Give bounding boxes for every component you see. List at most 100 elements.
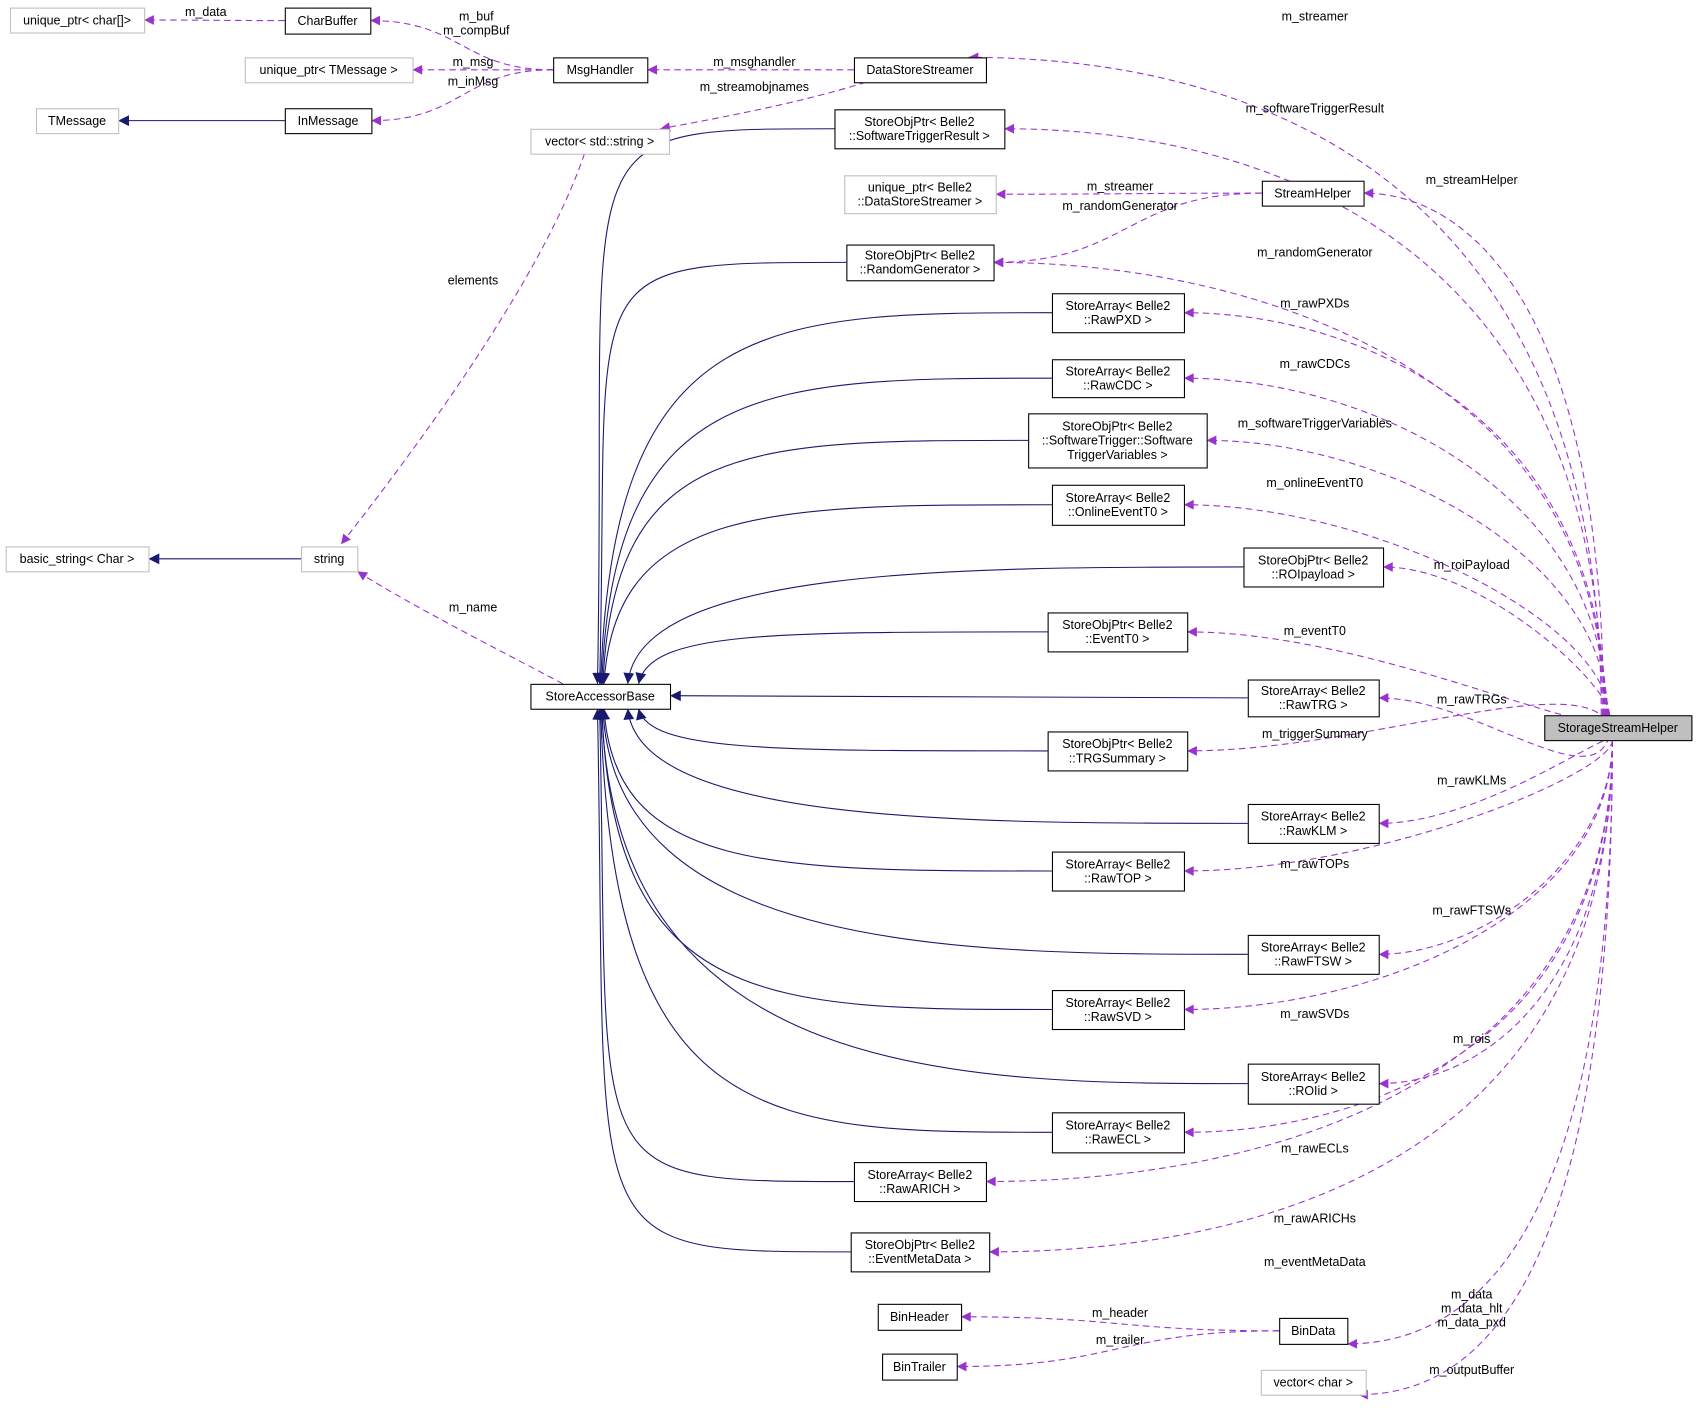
node-swtr[interactable]: StoreObjPtr< Belle2::SoftwareTriggerResu… — [834, 109, 1006, 150]
node-label: TMessage — [48, 114, 106, 128]
usage-edge-ssh-to-rawtop — [1183, 740, 1613, 876]
node-vec_str[interactable]: vector< std::string > — [530, 128, 670, 155]
edge-label: m_streamer — [1282, 10, 1348, 24]
node-uptr_char[interactable]: unique_ptr< char[]> — [9, 7, 146, 34]
edge-label: m_data — [1451, 1287, 1493, 1301]
node-roiid[interactable]: StoreArray< Belle2::ROIid > — [1247, 1063, 1380, 1105]
node-label: StoreArray< Belle2 — [1066, 491, 1171, 505]
edge-label: m_data_pxd — [1437, 1316, 1506, 1330]
usage-edge-dss-to-vec_str — [660, 81, 866, 132]
node-streamhelper[interactable]: StreamHelper — [1261, 180, 1365, 207]
node-msghandler[interactable]: MsgHandler — [553, 57, 649, 84]
usage-edge-ssh-to-rawftsw — [1378, 740, 1613, 960]
node-label: ::RawECL > — [1085, 1133, 1151, 1147]
inheritance-edge-randgen-to-sab — [594, 261, 847, 684]
node-label: StoreObjPtr< Belle2 — [865, 249, 975, 263]
edge-label: m_streamobjnames — [700, 80, 809, 94]
node-basic_string[interactable]: basic_string< Char > — [5, 546, 150, 573]
node-roipayload[interactable]: StoreObjPtr< Belle2::ROIpayload > — [1243, 547, 1385, 588]
node-bintrailer[interactable]: BinTrailer — [882, 1353, 958, 1381]
node-inmessage[interactable]: InMessage — [284, 108, 373, 135]
node-label: CharBuffer — [298, 14, 358, 28]
node-rawtrg[interactable]: StoreArray< Belle2::RawTRG > — [1247, 679, 1380, 718]
node-charbuffer[interactable]: CharBuffer — [284, 7, 372, 35]
node-rawtop[interactable]: StoreArray< Belle2::RawTOP > — [1051, 851, 1185, 892]
node-label: StoreArray< Belle2 — [1261, 1070, 1366, 1084]
node-rawftsw[interactable]: StoreArray< Belle2::RawFTSW > — [1247, 934, 1380, 975]
usage-edge-ssh-to-randgen — [993, 257, 1606, 716]
node-label: ::RawSVD > — [1084, 1010, 1152, 1024]
edge-label: m_trailer — [1096, 1333, 1144, 1347]
edge-label: m_inMsg — [448, 74, 499, 88]
node-label: StoreObjPtr< Belle2 — [1062, 618, 1172, 632]
node-onlinet0[interactable]: StoreArray< Belle2::OnlineEventT0 > — [1051, 484, 1185, 526]
node-box — [1028, 413, 1208, 469]
node-label: basic_string< Char > — [20, 552, 135, 566]
node-trgsummary[interactable]: StoreObjPtr< Belle2::TRGSummary > — [1047, 731, 1189, 772]
node-box — [1279, 1317, 1349, 1345]
edge-label: m_buf — [459, 10, 494, 24]
inheritance-edge-rawcdc-to-sab — [596, 377, 1052, 684]
edge-label: m_outputBuffer — [1429, 1363, 1514, 1377]
node-box — [1051, 293, 1185, 334]
edge-label: m_rawARICHs — [1274, 1212, 1356, 1226]
node-label: ::RawTOP > — [1084, 871, 1152, 885]
node-label: ::TRGSummary > — [1069, 751, 1166, 765]
node-label: ::SoftwareTrigger::Software — [1042, 434, 1193, 448]
inheritance-edge-rawtrg-to-sab — [669, 690, 1248, 702]
node-box — [1247, 803, 1380, 844]
usage-edge-ssh-to-rawtrg — [1378, 693, 1613, 757]
node-uptr_tmsg[interactable]: unique_ptr< TMessage > — [244, 57, 414, 84]
node-rawklm[interactable]: StoreArray< Belle2::RawKLM > — [1247, 803, 1380, 844]
node-rawcdc[interactable]: StoreArray< Belle2::RawCDC > — [1051, 359, 1185, 399]
node-sab[interactable]: StoreAccessorBase — [530, 683, 672, 710]
node-vec_char[interactable]: vector< char > — [1260, 1369, 1367, 1396]
usage-edge-ssh-to-rawklm — [1378, 738, 1613, 829]
edge-label: m_randomGenerator — [1257, 245, 1372, 259]
node-bindata[interactable]: BinData — [1279, 1317, 1349, 1345]
inheritance-edge-roiid-to-sab — [596, 708, 1248, 1085]
edge-label: elements — [448, 274, 498, 288]
node-randgen[interactable]: StoreObjPtr< Belle2::RandomGenerator > — [846, 244, 995, 282]
node-binheader[interactable]: BinHeader — [877, 1303, 963, 1331]
node-uptr_dss[interactable]: unique_ptr< Belle2::DataStoreStreamer > — [844, 175, 997, 215]
usage-edge-ssh-to-rawpxd — [1183, 307, 1607, 716]
node-dss[interactable]: DataStoreStreamer — [853, 57, 987, 84]
node-eventmeta[interactable]: StoreObjPtr< Belle2::EventMetaData > — [850, 1232, 991, 1273]
node-rawpxd[interactable]: StoreArray< Belle2::RawPXD > — [1051, 293, 1185, 334]
node-ssh[interactable]: StorageStreamHelper — [1544, 715, 1693, 742]
inheritance-edge-rawftsw-to-sab — [597, 708, 1248, 955]
node-box — [1051, 484, 1185, 526]
edge-label: m_eventMetaData — [1264, 1255, 1366, 1269]
node-label: ::SoftwareTriggerResult > — [849, 129, 990, 143]
node-box — [853, 57, 987, 84]
edge-label: m_randomGenerator — [1062, 199, 1177, 213]
node-label: ::EventMetaData > — [868, 1252, 971, 1266]
node-rawecl[interactable]: StoreArray< Belle2::RawECL > — [1051, 1112, 1185, 1154]
node-label: StoreArray< Belle2 — [1066, 364, 1171, 378]
node-box — [1051, 1112, 1185, 1154]
edge-label: m_onlineEventT0 — [1266, 476, 1363, 490]
node-rawsvd[interactable]: StoreArray< Belle2::RawSVD > — [1051, 990, 1185, 1031]
node-rawarich[interactable]: StoreArray< Belle2::RawARICH > — [853, 1162, 987, 1203]
node-eventt0[interactable]: StoreObjPtr< Belle2::EventT0 > — [1047, 612, 1189, 653]
node-label: BinTrailer — [893, 1360, 946, 1374]
node-label: string — [314, 552, 344, 566]
node-label: StoreArray< Belle2 — [1261, 941, 1366, 955]
node-swtv[interactable]: StoreObjPtr< Belle2::SoftwareTrigger::So… — [1028, 413, 1208, 469]
node-string[interactable]: string — [301, 546, 359, 573]
node-label: DataStoreStreamer — [866, 63, 973, 77]
node-box — [1047, 612, 1189, 653]
inheritance-edge-rawsvd-to-sab — [596, 708, 1052, 1011]
node-label: StoreArray< Belle2 — [1066, 996, 1171, 1010]
node-box — [284, 108, 373, 135]
edge-label: m_rois — [1453, 1032, 1490, 1046]
usage-edge-ssh-to-onlinet0 — [1183, 499, 1610, 716]
node-label: StoreObjPtr< Belle2 — [1258, 553, 1368, 567]
node-tmessage[interactable]: TMessage — [35, 108, 120, 135]
node-label: vector< char > — [1273, 1376, 1353, 1390]
node-box — [1544, 715, 1693, 742]
usage-edge-streamhelper-to-randgen — [993, 192, 1262, 268]
edge-label: m_header — [1092, 1306, 1148, 1320]
usage-edge-streamhelper-to-uptr_dss — [995, 189, 1262, 200]
